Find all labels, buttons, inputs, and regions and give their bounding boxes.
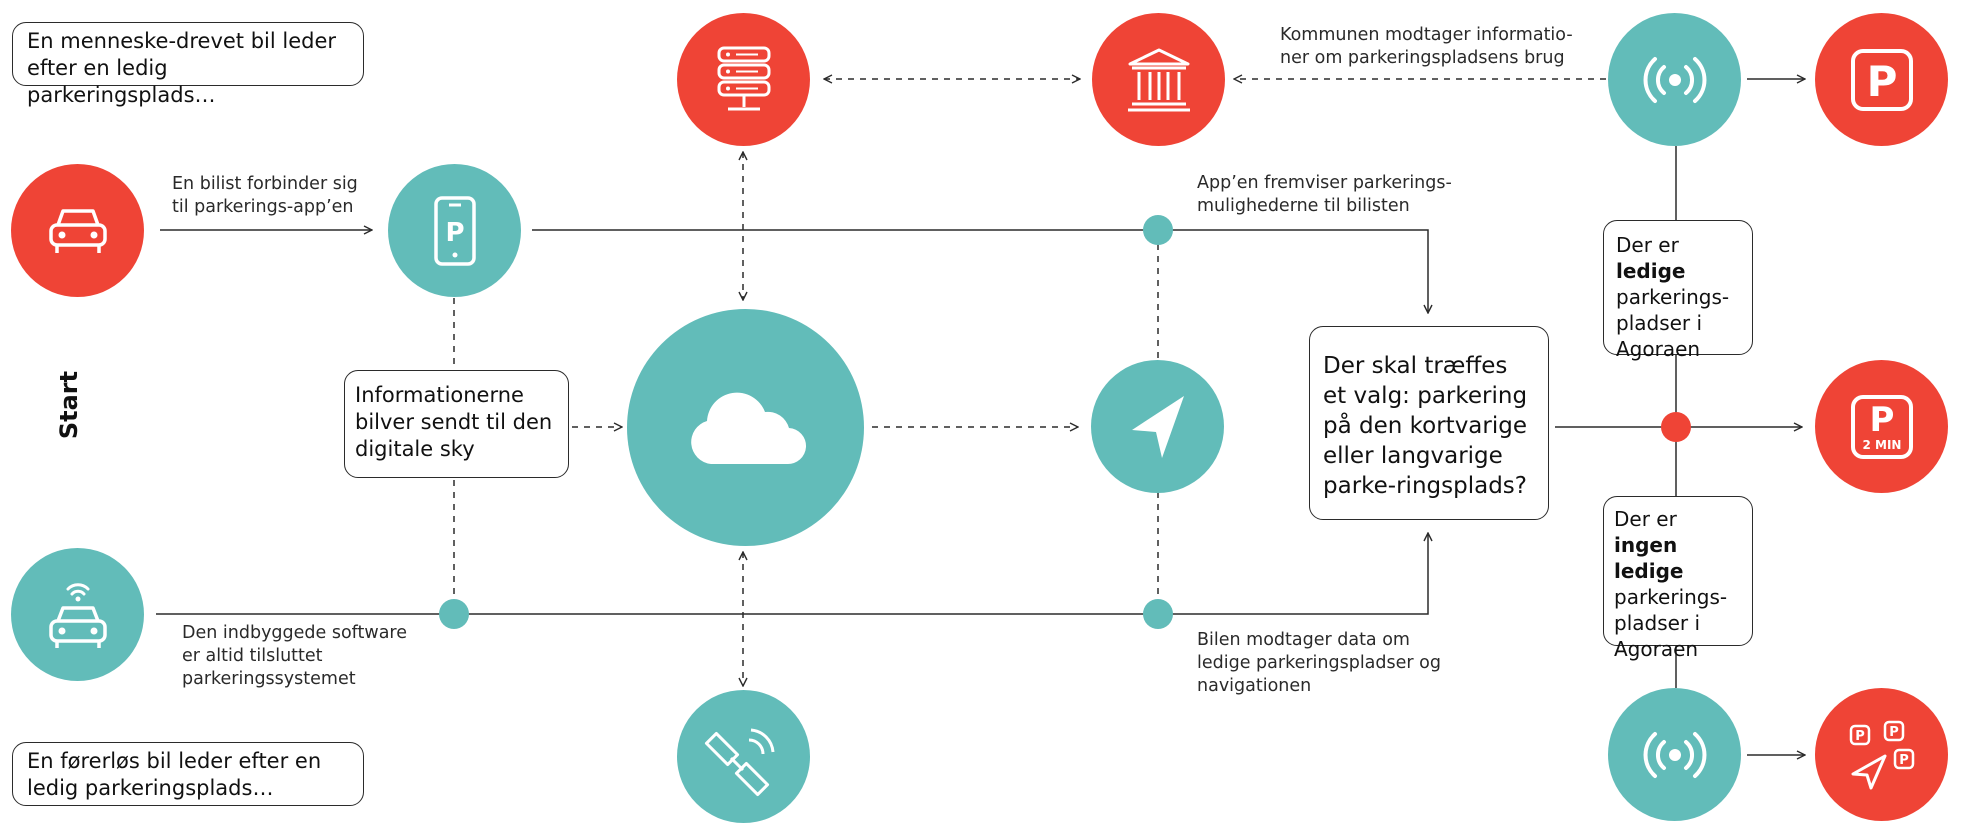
parking-2min-node: P 2 MIN xyxy=(1815,360,1948,493)
note-human-car: En menneske-drevet bil leder efter en le… xyxy=(12,22,364,107)
parking-2min-icon: P 2 MIN xyxy=(1850,394,1913,459)
parking-app-node: P xyxy=(388,164,521,297)
parking-zone-node: P P P xyxy=(1815,688,1948,821)
dot-decision-junction xyxy=(1661,412,1691,442)
dot-software-left xyxy=(439,599,469,629)
cloud-node xyxy=(627,309,864,546)
dot-app-line xyxy=(1143,215,1173,245)
note-human-car-text: En menneske-drevet bil leder efter en le… xyxy=(27,29,337,107)
sensor-node-top xyxy=(1608,13,1741,146)
label-builtin-software: Den indbyggede software er altid tilslut… xyxy=(182,623,407,689)
connected-car-icon xyxy=(48,582,107,648)
navigation-arrow-icon xyxy=(1131,395,1184,458)
label-app-shows: App’en fremviser parkerings-mulighederne… xyxy=(1197,173,1452,216)
navigation-node xyxy=(1091,360,1224,493)
label-municipality: Kommunen modtager informatio-ner om park… xyxy=(1280,25,1573,68)
svg-text:P: P xyxy=(1869,400,1894,440)
server-node xyxy=(677,13,810,146)
svg-text:P: P xyxy=(1899,753,1909,768)
server-icon xyxy=(717,46,770,110)
start-label: Start xyxy=(55,370,83,440)
note-driverless-car-text: En førerløs bil leder efter en ledig par… xyxy=(27,749,322,800)
broadcast-signal-icon-bottom xyxy=(1643,731,1706,778)
phone-parking-icon: P xyxy=(433,195,476,266)
box-available: Der er ledige parkerings-pladser i Agora… xyxy=(1603,220,1753,361)
parking-sign-icon: P xyxy=(1850,48,1913,111)
box-info-sent-text: Informationerne bilver sendt til den dig… xyxy=(355,383,553,461)
box-decision-text: Der skal træffes et valg: parkering på d… xyxy=(1323,353,1528,499)
box-none-available: Der er ingen ledige parkerings-pladser i… xyxy=(1603,496,1753,661)
line-app-to-decision xyxy=(532,229,1428,313)
sensor-node-bottom xyxy=(1608,688,1741,821)
cloud-icon xyxy=(690,392,806,464)
municipality-node xyxy=(1092,13,1225,146)
svg-text:2 MIN: 2 MIN xyxy=(1862,438,1901,452)
box-available-bold: ledige xyxy=(1616,259,1686,283)
box-available-text: Der er ledige parkerings-pladser i Agora… xyxy=(1616,232,1740,362)
svg-text:P: P xyxy=(1855,729,1865,744)
note-driverless-car: En førerløs bil leder efter en ledig par… xyxy=(12,742,364,806)
satellite-icon xyxy=(704,728,774,796)
box-decision: Der skal træffes et valg: parkering på d… xyxy=(1309,326,1549,520)
label-car-receives: Bilen modtager data om ledige parkerings… xyxy=(1197,630,1441,696)
dot-software-right xyxy=(1143,599,1173,629)
svg-text:P: P xyxy=(1866,57,1897,106)
box-available-suffix: parkerings-pladser i Agoraen xyxy=(1616,285,1730,361)
box-none-available-text: Der er ingen ledige parkerings-pladser i… xyxy=(1614,506,1742,662)
svg-text:P: P xyxy=(445,218,464,248)
svg-text:P: P xyxy=(1889,725,1899,740)
line-software-to-decision xyxy=(156,533,1428,615)
car-icon xyxy=(48,208,107,253)
human-car-node xyxy=(11,164,144,297)
municipality-building-icon xyxy=(1127,48,1190,111)
box-none-bold: ingen ledige xyxy=(1614,533,1684,583)
label-connect-app: En bilist forbinder sig til parkerings-a… xyxy=(172,174,358,217)
satellite-node xyxy=(677,690,810,823)
box-available-prefix: Der er xyxy=(1616,233,1679,257)
box-none-prefix: Der er xyxy=(1614,507,1677,531)
broadcast-signal-icon xyxy=(1643,56,1706,103)
box-info-sent: Informationerne bilver sendt til den dig… xyxy=(344,370,569,478)
box-none-suffix: parkerings-pladser i Agoraen xyxy=(1614,585,1728,661)
parking-node: P xyxy=(1815,13,1948,146)
parking-options-icon: P P P xyxy=(1849,720,1914,789)
connected-car-node xyxy=(11,548,144,681)
